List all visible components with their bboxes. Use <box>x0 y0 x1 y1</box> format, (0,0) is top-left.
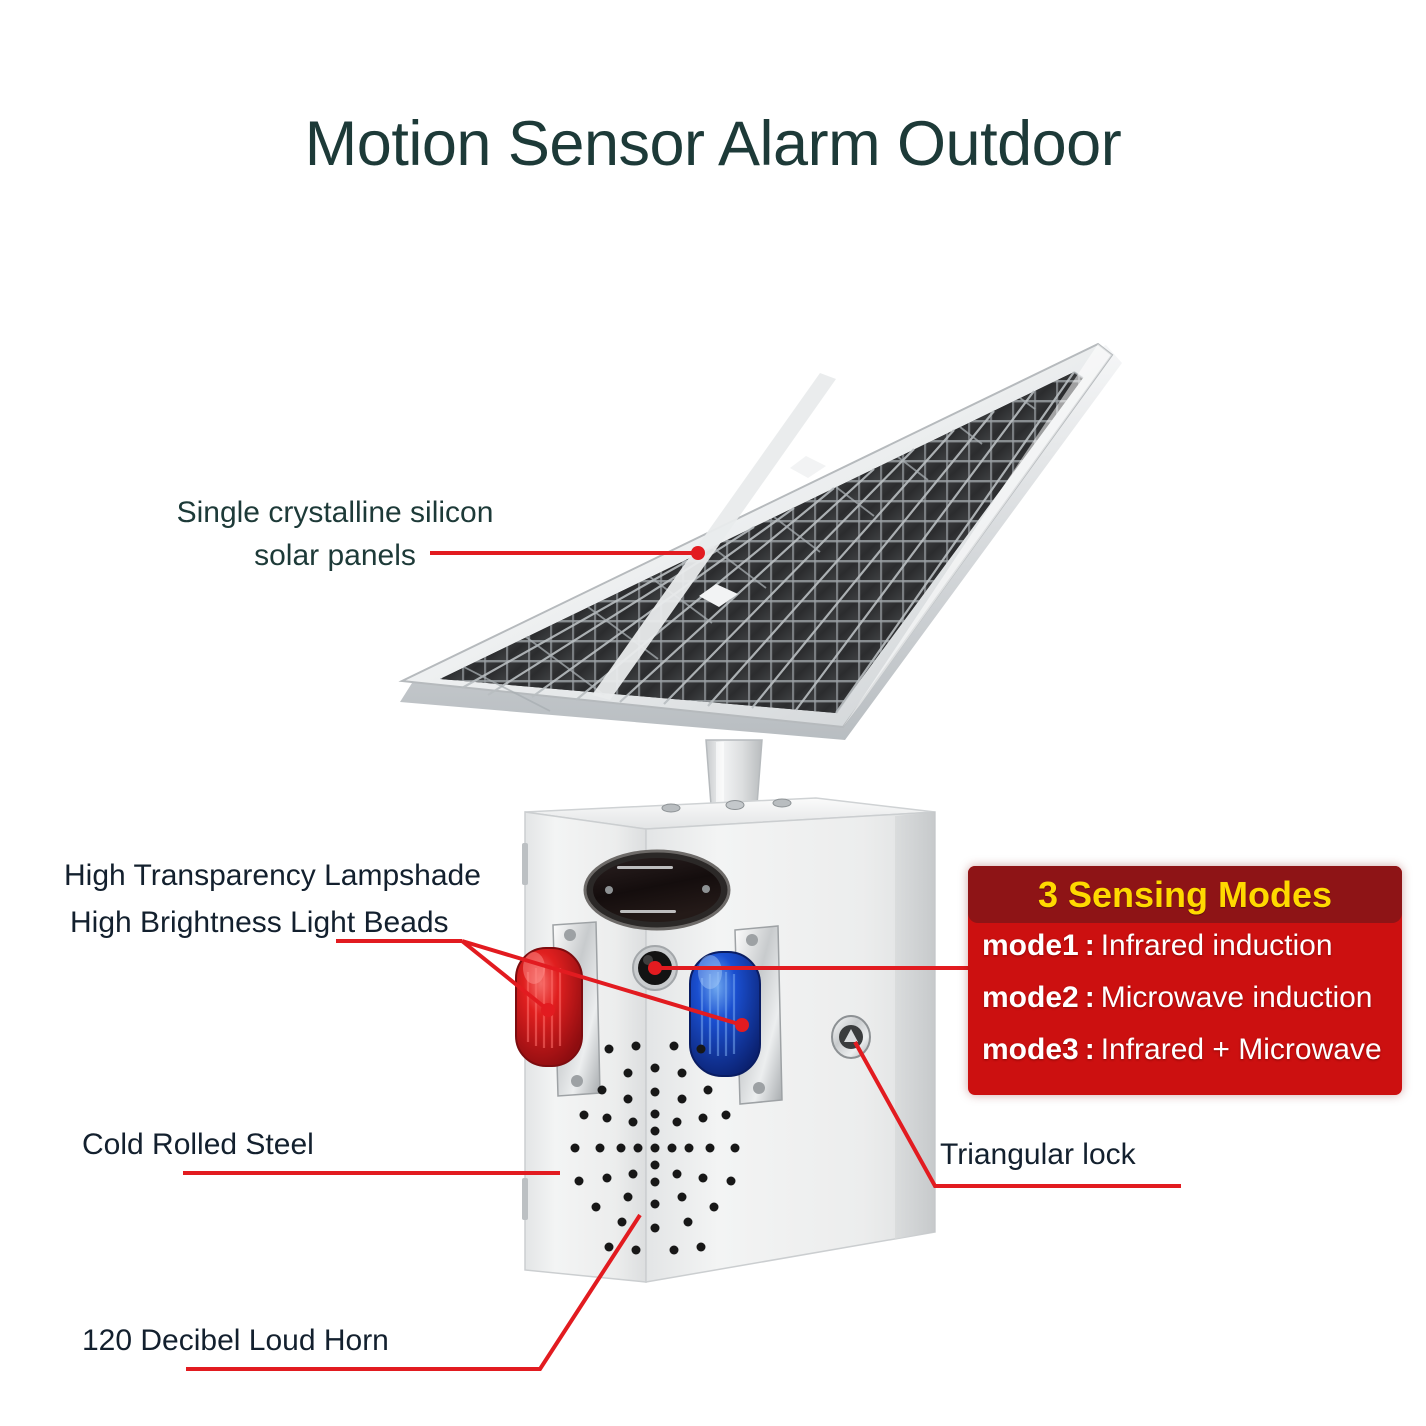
solar-panel <box>398 342 1122 740</box>
sensing-modes-list: mode1 : Infrared induction mode2 : Micro… <box>968 923 1402 1095</box>
sensing-mode-key: mode3 <box>982 1033 1079 1066</box>
sensing-mode-separator: : <box>1084 1033 1095 1066</box>
sensing-mode-row: mode3 : Infrared + Microwave <box>968 1033 1402 1085</box>
solar-panel-gridlines <box>461 371 1075 714</box>
enclosure-box <box>515 797 936 1283</box>
callout-cold-rolled-steel: Cold Rolled Steel <box>82 1128 314 1161</box>
callout-light-beads: High Brightness Light Beads <box>70 906 449 939</box>
sensing-modes-badge: 3 Sensing Modes mode1 : Infrared inducti… <box>968 866 1402 1095</box>
solar-panel-junction-upper <box>790 456 826 478</box>
solar-panel-busbar <box>592 373 836 700</box>
callout-triangular-lock: Triangular lock <box>940 1138 1136 1171</box>
callout-solar-panel-line1: Single crystalline silicon <box>176 496 494 529</box>
sensing-mode-key: mode2 <box>982 981 1079 1014</box>
sensing-modes-header: 3 Sensing Modes <box>968 866 1402 923</box>
solar-panel-frame-highlight <box>843 344 1112 727</box>
triangular-lock <box>831 1015 871 1059</box>
solar-panel-junction-lower <box>699 584 738 607</box>
enclosure-top-screws <box>661 798 792 813</box>
callout-lampshade: High Transparency Lampshade <box>64 859 481 892</box>
callout-solar-panel-line2: solar panels <box>254 538 416 572</box>
solar-panel-rows <box>463 371 1084 712</box>
sensing-mode-value: Infrared induction <box>1100 929 1333 962</box>
sensing-mode-row: mode2 : Microwave induction <box>968 981 1402 1033</box>
mounting-post <box>705 739 763 806</box>
microwave-sensor-eye <box>632 945 678 991</box>
callout-solar-panel: Single crystalline silicon solar panels <box>140 492 530 577</box>
enclosure-right-face <box>895 812 935 1239</box>
pir-sensor-window <box>583 849 731 931</box>
sensing-mode-row: mode1 : Infrared induction <box>968 929 1402 981</box>
sensing-mode-separator: : <box>1084 981 1095 1014</box>
sensing-mode-value: Infrared + Microwave <box>1100 1033 1382 1066</box>
solar-panel-cell-grid <box>440 372 1083 713</box>
sensing-mode-value: Microwave induction <box>1100 981 1373 1014</box>
speaker-grille <box>570 1041 740 1255</box>
page-title: Motion Sensor Alarm Outdoor <box>304 109 1122 179</box>
sensing-modes-title: 3 Sensing Modes <box>1037 873 1333 915</box>
sensing-mode-key: mode1 <box>982 929 1079 962</box>
sensing-mode-separator: : <box>1084 929 1095 962</box>
callout-loud-horn: 120 Decibel Loud Horn <box>82 1324 389 1357</box>
enclosure-hinges <box>522 843 528 1220</box>
